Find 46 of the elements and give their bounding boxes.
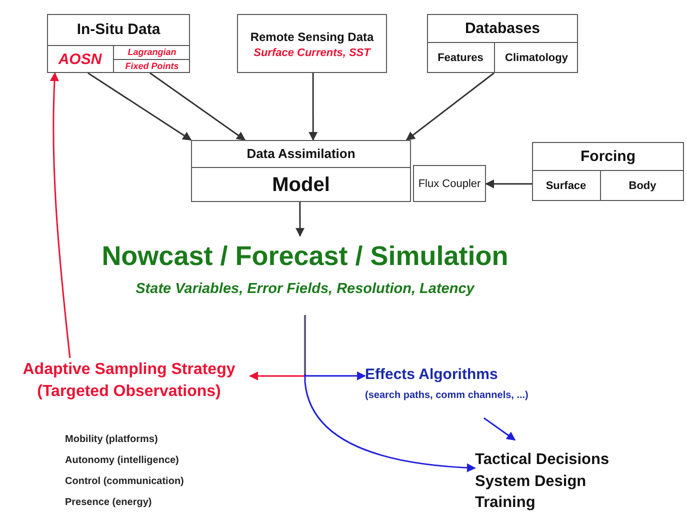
table-cell-area xyxy=(113,45,190,59)
strategy-label: Adaptive Sampling Strategy (Targeted Observations) xyxy=(22,360,236,402)
arrow xyxy=(296,202,305,237)
arrow xyxy=(483,417,516,441)
table-cell-area xyxy=(600,170,684,201)
cell-text: Body xyxy=(628,180,656,192)
cell-text: Fixed Points xyxy=(125,61,179,72)
list-item: Autonomy (intelligence) xyxy=(65,455,179,466)
box-title: Model xyxy=(272,172,330,196)
arrow xyxy=(485,179,532,188)
box-heading: Data Assimilation xyxy=(246,146,356,162)
data-box xyxy=(532,142,684,201)
main-heading: Nowcast / Forecast / Simulation xyxy=(102,240,508,272)
data-box xyxy=(237,14,387,73)
box-heading: Databases xyxy=(464,20,540,38)
arrow xyxy=(50,72,71,358)
box-subtitle: Surface Currents, SST xyxy=(254,47,370,60)
cell-text: Surface xyxy=(546,180,586,192)
table-cell-area xyxy=(494,42,578,73)
cell-text: Lagrangian xyxy=(128,47,176,58)
box-label: Flux Coupler xyxy=(418,178,481,190)
outcome-label: Training xyxy=(475,492,536,512)
data-box xyxy=(427,14,578,73)
coupler-box xyxy=(413,165,486,202)
arrow xyxy=(406,72,494,141)
model-box xyxy=(191,140,411,202)
list-item: Control (communication) xyxy=(65,476,184,487)
list-item: Presence (energy) xyxy=(65,497,152,508)
subheading: State Variables, Error Fields, Resolution, Latency xyxy=(136,280,474,298)
arrow xyxy=(150,72,246,141)
cell-text: Features xyxy=(438,52,484,64)
effects-note: (search paths, comm channels, ...) xyxy=(365,390,528,402)
effects-heading: Effects Algorithms xyxy=(365,366,498,384)
connector-trunk xyxy=(304,315,306,374)
outcome-label: System Design xyxy=(475,472,586,490)
outcome-label: Tactical Decisions xyxy=(475,450,610,468)
arrow xyxy=(308,73,318,141)
table-cell-area xyxy=(113,59,190,73)
data-box xyxy=(47,14,190,73)
arrow xyxy=(88,72,192,141)
box-heading: Forcing xyxy=(580,148,636,166)
box-heading: In-Situ Data xyxy=(76,21,160,39)
list-item: Mobility (platforms) xyxy=(65,434,158,445)
cell-text: Climatology xyxy=(505,52,568,64)
box-heading: Remote Sensing Data xyxy=(250,29,374,46)
cell-text: AOSN xyxy=(58,50,102,68)
